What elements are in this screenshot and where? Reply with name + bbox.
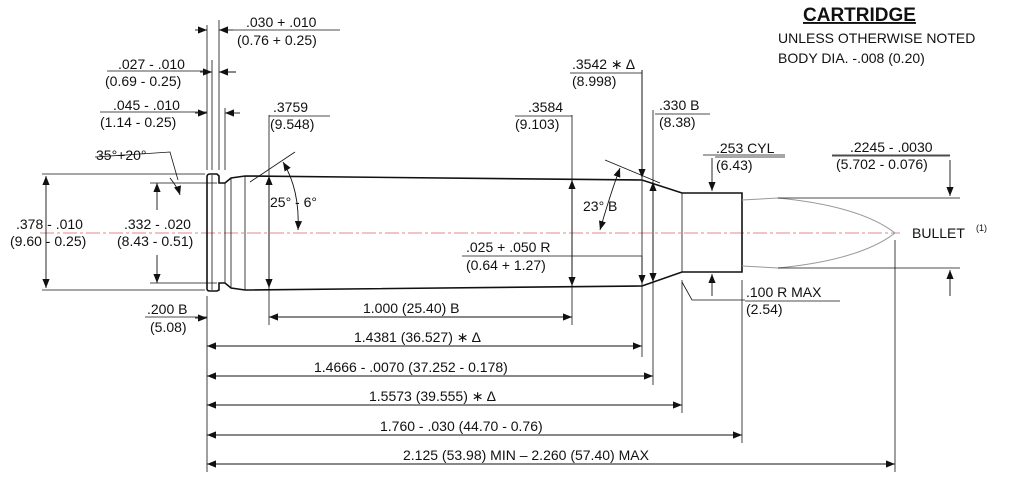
bullet-diameter-mm-label: (5.702 - 0.076) xyxy=(836,156,928,172)
shoulder-end-length-label: 1.4666 - .0070 (37.252 - 0.178) xyxy=(314,359,508,375)
groove-width-mm-label: (0.69 - 0.25) xyxy=(105,73,181,89)
base-diameter-mm-label: (9.548) xyxy=(270,116,314,132)
body-length-label: 1.000 (25.40) B xyxy=(363,300,460,316)
bullet-outline xyxy=(741,197,896,269)
note-line-1: UNLESS OTHERWISE NOTED xyxy=(778,30,975,46)
groove-diameter-mm-label: (8.43 - 0.51) xyxy=(117,233,193,249)
neck-reference-mm-label: (8.38) xyxy=(659,114,696,130)
extension-lines xyxy=(42,20,960,472)
neck-diameter-label: .253 CYL xyxy=(716,140,775,156)
neck-radius-mm-label: (2.54) xyxy=(746,301,783,317)
groove-width-label: .027 - .010 xyxy=(118,56,185,72)
base-diameter-label: .3759 xyxy=(273,99,308,115)
rim-thickness-mm-label: (0.76 + 0.25) xyxy=(237,32,317,48)
shoulder-top-diameter-label: .3542 ∗ Δ xyxy=(572,56,635,72)
base-reference-mm-label: (5.08) xyxy=(150,319,187,335)
shoulder-angle-label: 23° B xyxy=(583,198,617,214)
dimension-lines xyxy=(42,26,954,468)
bullet-diameter-label: .2245 - .0030 xyxy=(850,139,933,155)
neck-reference-label: .330 B xyxy=(659,97,699,113)
shoulder-top-diameter-mm-label: (8.998) xyxy=(572,73,616,89)
shoulder-diameter-mm-label: (9.103) xyxy=(515,116,559,132)
neck-start-length-label: 1.5573 (39.555) ∗ Δ xyxy=(369,388,496,404)
rim-diameter-mm-label: (9.60 - 0.25) xyxy=(10,233,86,249)
overall-length-label: 2.125 (53.98) MIN – 2.260 (57.40) MAX xyxy=(403,447,650,463)
bullet-label: BULLET xyxy=(912,225,965,241)
case-length-label: 1.760 - .030 (44.70 - 0.76) xyxy=(380,418,543,434)
angle-arcs xyxy=(169,161,621,231)
groove-start-mm-label: (1.14 - 0.25) xyxy=(100,114,176,130)
shoulder-diameter-label: .3584 xyxy=(528,99,563,115)
drawing-title: CARTRIDGE xyxy=(803,5,916,26)
shoulder-radius-label: .025 + .050 R xyxy=(466,239,550,255)
base-bevel-angle-label: 25° - 6° xyxy=(270,194,317,210)
label-leaders xyxy=(94,29,950,318)
groove-angle-label: 35°+20° xyxy=(96,147,147,163)
neck-radius-label: .100 R MAX xyxy=(746,284,822,300)
bullet-footnote-marker: (1) xyxy=(976,223,987,233)
note-line-2: BODY DIA. -.008 (0.20) xyxy=(778,50,925,66)
case-outline xyxy=(206,173,743,292)
rim-thickness-label: .030 + .010 xyxy=(246,14,317,30)
base-reference-label: .200 B xyxy=(147,301,187,317)
rim-diameter-label: .378 - .010 xyxy=(16,216,83,232)
shoulder-start-length-label: 1.4381 (36.527) ∗ Δ xyxy=(354,329,481,345)
neck-diameter-mm-label: (6.43) xyxy=(716,157,753,173)
groove-start-label: .045 - .010 xyxy=(113,97,180,113)
shoulder-radius-mm-label: (0.64 + 1.27) xyxy=(466,257,546,273)
groove-diameter-label: .332 - .020 xyxy=(124,216,191,232)
